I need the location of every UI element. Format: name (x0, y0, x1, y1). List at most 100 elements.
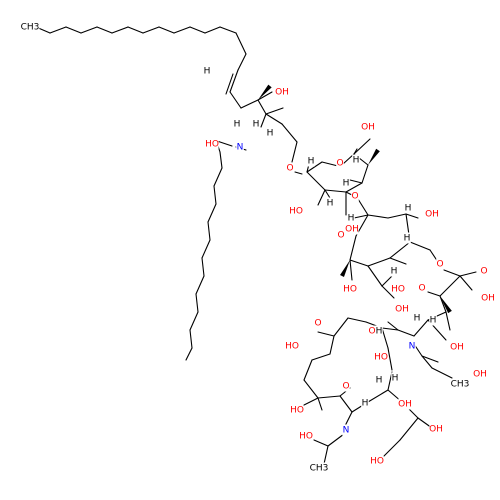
bond-line (317, 395, 341, 399)
bond-line (229, 69, 239, 93)
label-backing (375, 374, 383, 386)
label-backing (252, 118, 260, 130)
bond-line (96, 26, 113, 34)
bond-line (317, 397, 323, 411)
label-backing (290, 404, 304, 416)
label-backing (450, 378, 470, 390)
bond-line (459, 275, 473, 291)
atom-label-h-c2: H (267, 129, 274, 139)
label-backing (343, 283, 357, 295)
bond-line (357, 198, 369, 216)
label-backing (275, 86, 289, 98)
label-backing (337, 229, 345, 241)
bond-line (265, 107, 284, 115)
label-backing (205, 138, 219, 150)
label-backing (375, 325, 383, 337)
bond-line (381, 285, 395, 299)
label-backing (342, 380, 350, 392)
bond-line (324, 189, 347, 193)
label-backing (429, 314, 437, 326)
bond-line (459, 271, 477, 277)
label-backing (285, 340, 299, 352)
atom-label-h-c3: H (253, 120, 260, 130)
bond-line (431, 367, 453, 379)
bond-line (195, 293, 199, 313)
bond-line (427, 291, 441, 297)
label-backing (307, 155, 315, 167)
label-backing (404, 202, 412, 214)
wedge-bond (368, 148, 380, 165)
atom-label-h-glc-d: H (327, 199, 334, 209)
atom-label-oh-c3: OH (275, 88, 289, 98)
wedge-bond (258, 84, 272, 100)
bond-line (367, 257, 391, 267)
bond-line (219, 26, 237, 34)
label-backing (481, 292, 495, 304)
atom-label-ho-glc-2: HO (289, 207, 303, 217)
atom-label-oh-gal-3: OH (395, 305, 409, 315)
label-backing (370, 455, 384, 467)
atom-label-o-link-4: O (368, 327, 375, 337)
bond-line (383, 439, 401, 457)
atom-label-h-sia2-a: H (392, 374, 399, 384)
atom-label-ho-sia1-8: HO (374, 353, 388, 363)
label-backing (236, 141, 244, 153)
wedge-bond (440, 296, 452, 314)
bond-line (301, 397, 319, 407)
bond-line (347, 317, 367, 323)
atom-label-h-sia2-b: H (376, 376, 383, 386)
label-backing (289, 205, 303, 217)
bond-line (311, 353, 331, 361)
atom-label-h-sia1-b: H (414, 314, 421, 324)
bond-line (381, 327, 389, 349)
atom-label-h-glc-a: H (308, 157, 315, 167)
bond-line (387, 347, 393, 371)
bond-line (306, 171, 326, 191)
bond-line (387, 213, 407, 219)
bond-line (303, 359, 313, 381)
label-backing (413, 312, 421, 324)
label-backing (336, 157, 344, 169)
label-backing (436, 258, 444, 270)
bond-line (80, 26, 98, 34)
atom-label-ho-amide: HO (205, 140, 219, 150)
bond-line (349, 179, 363, 184)
label-backing (233, 118, 241, 130)
label-backing (309, 462, 329, 474)
bond-line (327, 433, 345, 447)
bond-line (207, 221, 211, 241)
bond-line (294, 171, 303, 175)
bond-line (189, 329, 193, 349)
bond-line (342, 153, 355, 165)
bond-line (389, 241, 411, 259)
label-backing (286, 162, 294, 174)
bond-line (349, 259, 353, 281)
label-backing (450, 341, 464, 353)
bond-line (111, 26, 129, 34)
bond-line (387, 321, 399, 331)
bond-line (323, 445, 329, 465)
label-backing (361, 121, 375, 133)
bond-line (349, 259, 369, 267)
label-backing (20, 21, 40, 33)
atom-label-ho-ac-2: HO (299, 432, 313, 442)
atom-label-o-acid-1: O (480, 267, 487, 277)
label-backing (395, 303, 409, 315)
atom-label-oh-sia2-7: OH (398, 400, 412, 410)
bond-line (127, 26, 144, 34)
bond-line (219, 151, 223, 169)
bond-line (349, 235, 357, 261)
atom-label-h-glc-b: H (353, 156, 360, 166)
bond-line (345, 191, 353, 196)
bond-line (329, 335, 335, 355)
label-backing (418, 282, 426, 294)
atom-label-h-glc-c: H (343, 179, 350, 189)
bond-line (65, 26, 82, 34)
atom-label-h-gal-d: H (391, 267, 398, 277)
label-backing (347, 212, 355, 224)
atom-label-h-sia2-c: H (362, 399, 369, 409)
bond-line (265, 113, 283, 125)
bond-line (324, 189, 331, 199)
label-backing (391, 283, 405, 295)
bond-line (291, 141, 298, 163)
